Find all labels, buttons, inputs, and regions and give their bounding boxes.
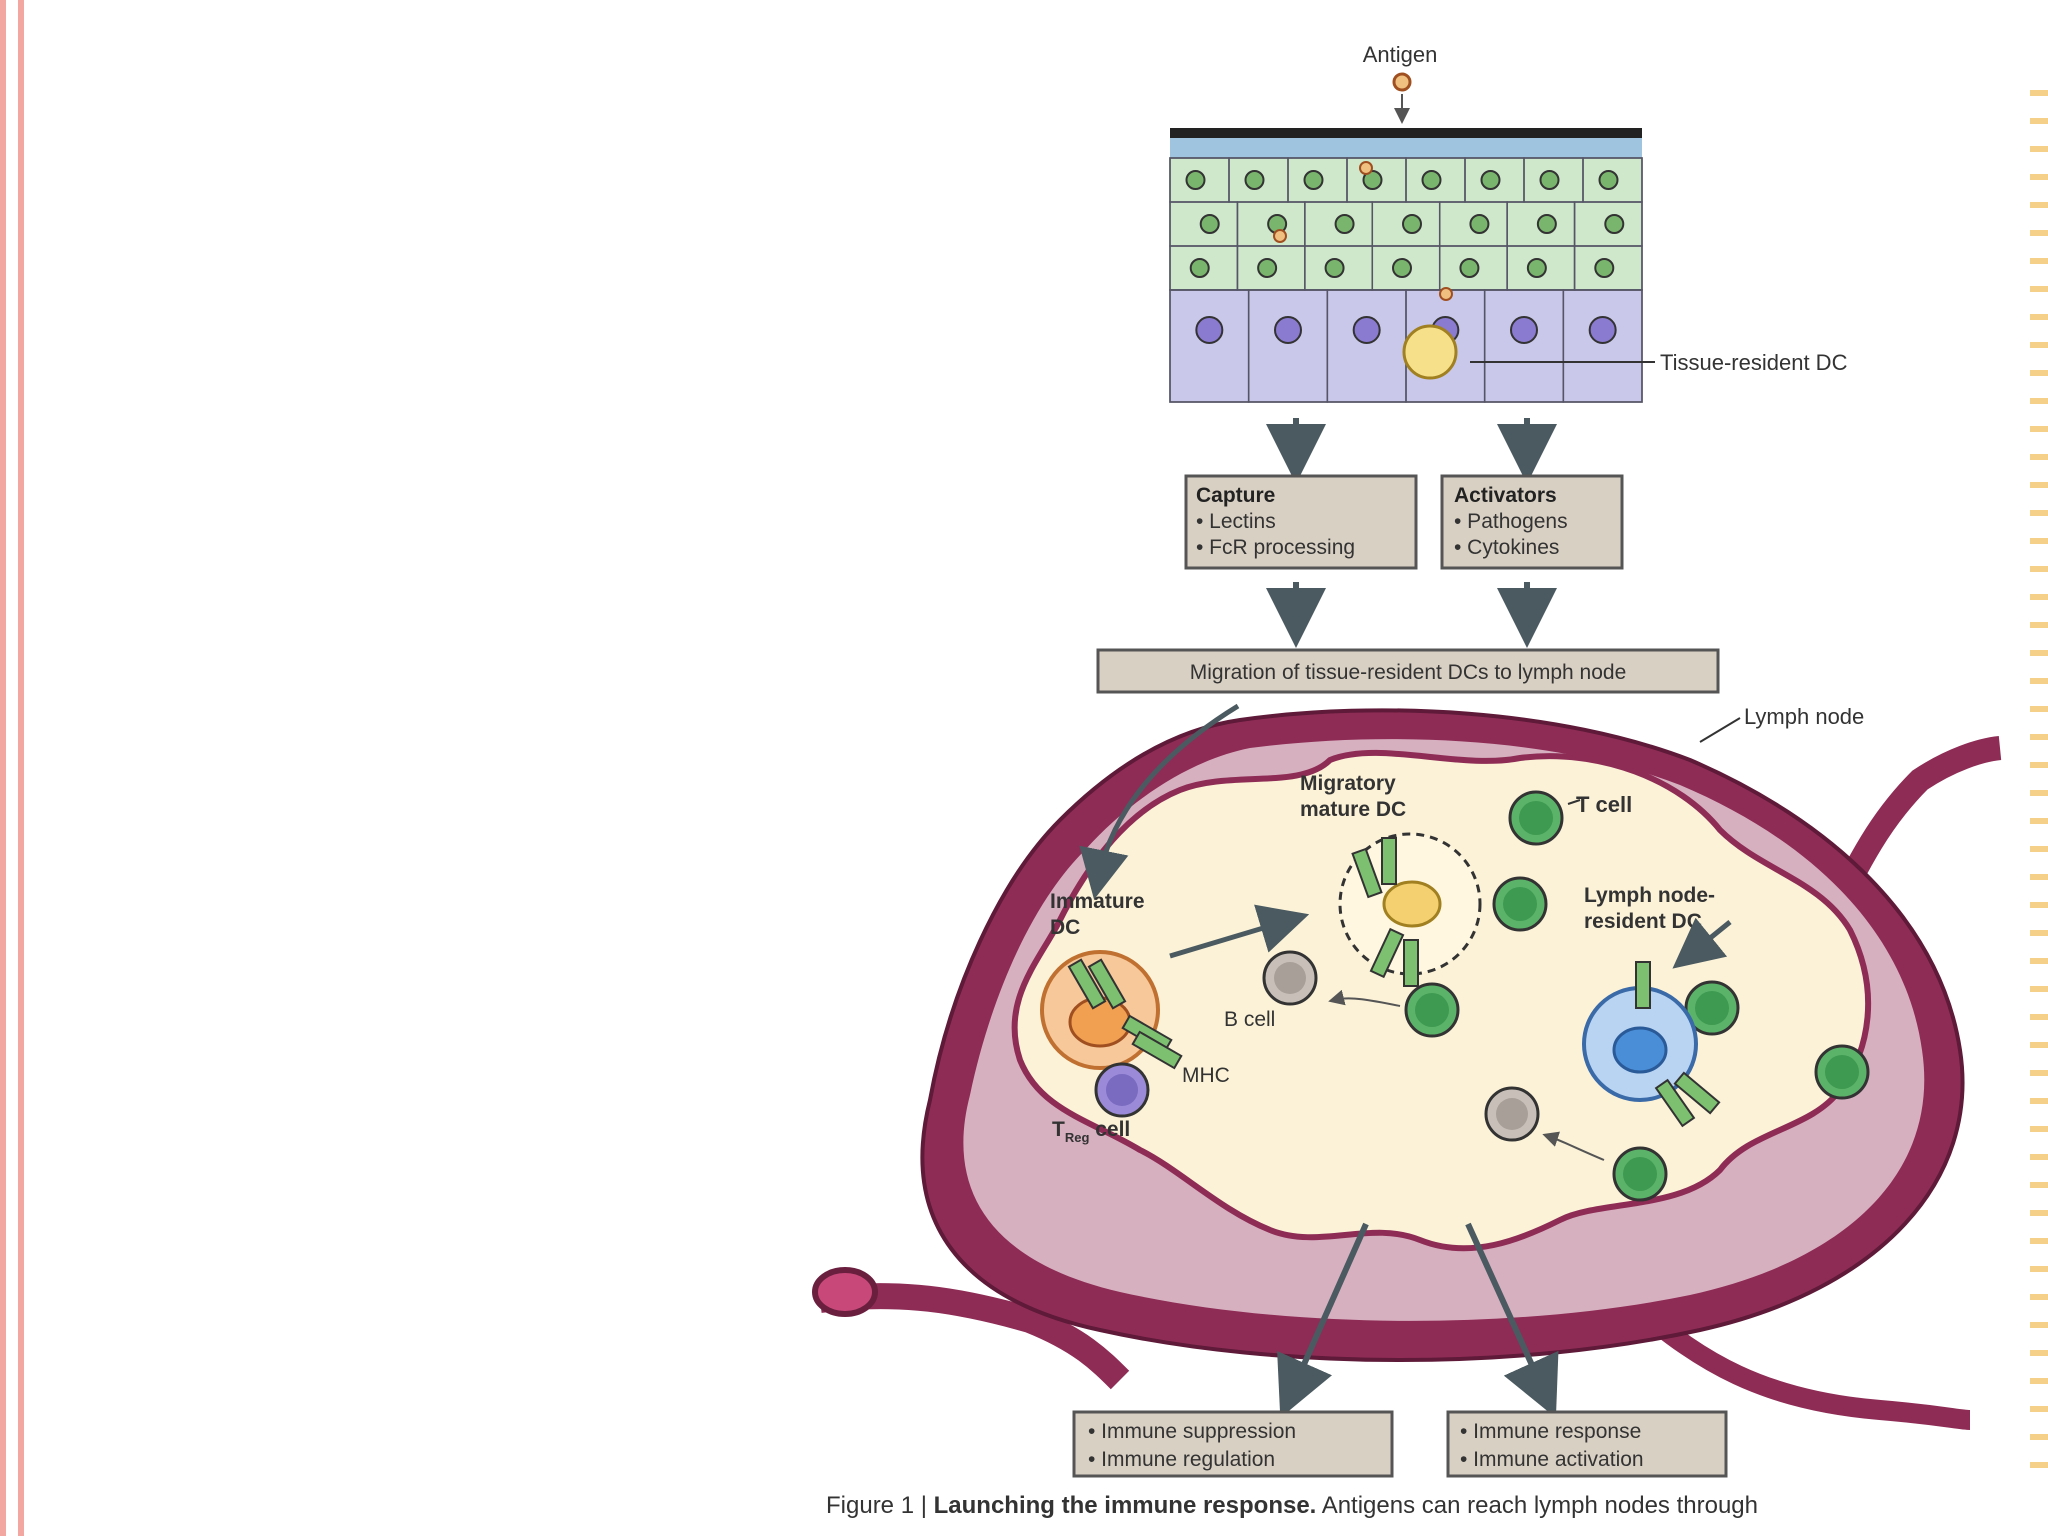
tissue-epithelium (1169, 128, 1643, 403)
epithelial-nucleus (1539, 170, 1560, 190)
arrow-to-activation (1465, 1222, 1559, 1418)
antigen-particle (1439, 287, 1453, 301)
mhc-label: MHC (1182, 1064, 1230, 1087)
outcome-suppression-box: • Immune suppression • Immune regulation (1072, 1410, 1394, 1478)
caption-prefix: Figure 1 | (826, 1492, 934, 1519)
migration-box: Migration of tissue-resident DCs to lymp… (1096, 648, 1720, 694)
epithelial-nucleus (1480, 170, 1501, 190)
caption-title: Launching the immune response. (933, 1492, 1317, 1519)
t-cell-nucleus (1415, 993, 1449, 1027)
epithelial-nucleus (1536, 214, 1557, 234)
antigen-particle (1273, 229, 1287, 243)
antigen-particle (1359, 161, 1373, 175)
t-cell-nucleus (1623, 1157, 1657, 1191)
treg-label: TReg cell (1052, 1118, 1130, 1145)
basal-nucleus (1588, 316, 1617, 344)
migration-label: Migration of tissue-resident DCs to lymp… (1190, 661, 1627, 684)
migratory-dc-label-1: Migratory (1300, 772, 1396, 795)
basal-nucleus (1195, 316, 1224, 344)
antigen-particle (1392, 72, 1412, 92)
caption-text: Antigens can reach lymph nodes through (1316, 1492, 1758, 1519)
immature-dc-label-1: Immature (1050, 890, 1145, 913)
basal-cell (1562, 289, 1643, 403)
outcome-activation-box: • Immune response • Immune activation (1446, 1410, 1728, 1478)
migratory-mature-dc (1338, 832, 1482, 987)
epithelial-nucleus (1526, 258, 1547, 278)
arrow-migration-into-node (1079, 703, 1240, 900)
arrow-t-to-b-2 (1542, 1131, 1605, 1161)
ln-resident-dc-arrow (1672, 917, 1732, 969)
basal-nucleus (1352, 316, 1381, 344)
basal-nucleus (1274, 316, 1302, 344)
t-cell-leader (1567, 799, 1581, 805)
capture-box: Capture • Lectins • FcR processing (1184, 474, 1418, 570)
t-cell-nucleus (1695, 991, 1729, 1025)
antigen-label: Antigen (1363, 42, 1438, 67)
t-cells (1404, 790, 1870, 1202)
slide-left-border (0, 0, 24, 1536)
capture-title: Capture (1196, 484, 1275, 507)
tissue-resident-dc-label: Tissue-resident DC (1660, 350, 1848, 375)
epithelial-nucleus (1334, 214, 1355, 234)
t-cell-nucleus (1503, 887, 1537, 921)
epithelial-nucleus (1362, 170, 1383, 190)
arrow-to-suppression (1277, 1222, 1369, 1418)
epithelial-nucleus (1199, 214, 1220, 234)
tissue-resident-dc-cell (1402, 324, 1458, 380)
activators-item-2: • Cytokines (1454, 536, 1559, 559)
b-cell-nucleus (1496, 1098, 1528, 1130)
migratory-dc-label-2: mature DC (1300, 798, 1406, 821)
basal-nucleus (1510, 316, 1538, 344)
t-cell-nucleus (1519, 801, 1553, 835)
figure-caption: Figure 1 | Launching the immune response… (826, 1492, 2026, 1520)
lymph-node-label: Lymph node (1744, 704, 1864, 729)
epithelial-nucleus (1244, 170, 1265, 190)
epithelial-nucleus (1459, 258, 1480, 278)
lymph-node-leader (1699, 717, 1741, 743)
epithelial-nucleus (1185, 170, 1206, 190)
ln-resident-dc-label-2: resident DC (1584, 910, 1702, 933)
immature-dc-label-2: DC (1050, 916, 1080, 939)
epithelial-nucleus (1604, 214, 1625, 234)
outcome-suppression-2: • Immune regulation (1088, 1448, 1275, 1471)
lymph-node-resident-dc (1582, 961, 1721, 1128)
capture-item-1: • Lectins (1196, 510, 1276, 533)
epithelial-nucleus (1402, 214, 1422, 234)
epithelial-nucleus (1257, 258, 1278, 278)
activators-item-1: • Pathogens (1454, 510, 1568, 533)
b-cell-nucleus (1274, 962, 1306, 994)
epithelial-nucleus (1421, 170, 1442, 190)
b-cells (1262, 950, 1540, 1142)
immature-dc: Immature DC (1040, 890, 1183, 1070)
ln-resident-dc-label-1: Lymph node- (1584, 884, 1715, 907)
epithelial-nucleus (1594, 258, 1615, 278)
b-cell-label: B cell (1224, 1008, 1275, 1031)
slide-right-decoration (2030, 90, 2048, 1490)
epithelial-nucleus (1392, 258, 1412, 278)
treg-cell (1094, 1062, 1150, 1118)
immature-to-migratory-arrow (1169, 904, 1310, 959)
t-cell-nucleus (1825, 1055, 1859, 1089)
outcome-activation-2: • Immune activation (1460, 1448, 1644, 1471)
epithelial-nucleus (1469, 214, 1490, 234)
arrow-t-to-b-1 (1328, 989, 1401, 1007)
outcome-activation-1: • Immune response (1460, 1420, 1641, 1443)
epithelial-nucleus (1324, 258, 1345, 278)
t-cell-label: T cell (1576, 792, 1632, 817)
activators-box: Activators • Pathogens • Cytokines (1440, 474, 1624, 570)
activators-title: Activators (1454, 484, 1557, 507)
epithelial-nucleus (1189, 258, 1210, 278)
outcome-suppression-1: • Immune suppression (1088, 1420, 1296, 1443)
epithelial-nucleus (1598, 170, 1619, 190)
capture-item-2: • FcR processing (1196, 536, 1355, 559)
epithelial-nucleus (1303, 170, 1324, 190)
